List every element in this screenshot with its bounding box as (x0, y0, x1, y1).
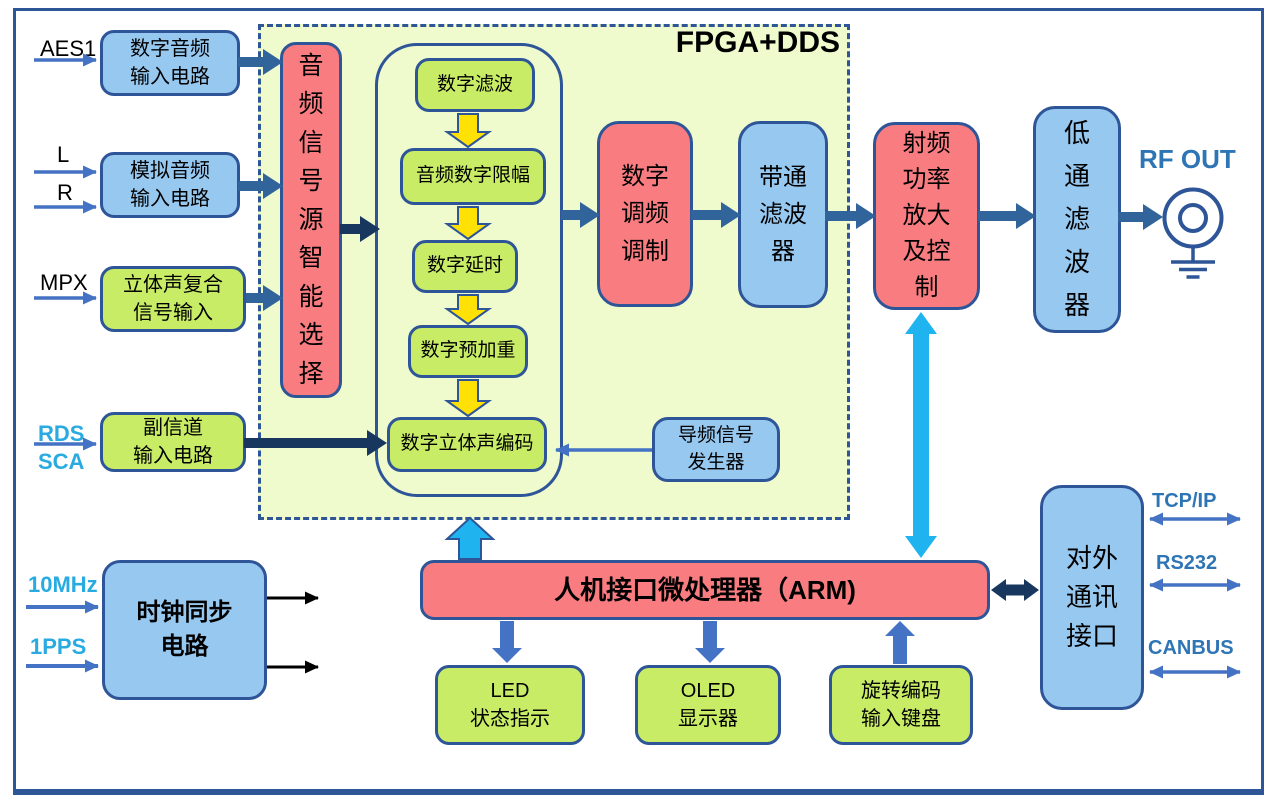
block-arm-processor: 人机接口微处理器（ARM) (420, 560, 990, 620)
block-pre-emphasis: 数字预加重 (408, 325, 528, 378)
label-rs232: RS232 (1156, 552, 1218, 574)
label-r: R (57, 180, 73, 205)
label-sca: SCA (38, 449, 85, 474)
block-bandpass-filter: 带通 滤波 器 (738, 121, 828, 308)
label-10mhz: 10MHz (28, 572, 98, 597)
block-digital-audio-input: 数字音频 输入电路 (100, 30, 240, 96)
label-aes1: AES1 (40, 36, 97, 61)
block-led-status: LED 状态指示 (435, 665, 585, 745)
label-mpx: MPX (40, 270, 88, 295)
outer-frame (13, 8, 1264, 795)
block-digital-filter: 数字滤波 (415, 58, 535, 112)
fpga-dds-title: FPGA+DDS (675, 26, 840, 59)
block-clock-sync: 时钟同步 电路 (102, 560, 267, 700)
block-oled-display: OLED 显示器 (635, 665, 781, 745)
block-rotary-encoder: 旋转编码 输入键盘 (829, 665, 973, 745)
block-lowpass-filter: 低 通 滤 波 器 (1033, 106, 1121, 333)
block-mpx-input: 立体声复合 信号输入 (100, 266, 246, 332)
block-rf-amplifier: 射频 功率 放大 及控 制 (873, 122, 980, 310)
block-comm-interface: 对外 通讯 接口 (1040, 485, 1144, 710)
label-l: L (57, 142, 70, 167)
block-source-selector: 音 频 信 号 源 智 能 选 择 (280, 42, 342, 398)
block-pilot-generator: 导频信号 发生器 (652, 417, 780, 482)
label-rf-out: RF OUT (1139, 144, 1236, 174)
block-subchannel-input: 副信道 输入电路 (100, 412, 246, 472)
label-canbus: CANBUS (1148, 637, 1234, 659)
label-tcpip: TCP/IP (1152, 490, 1217, 512)
block-fm-modulator: 数字 调频 调制 (597, 121, 693, 307)
audio-chain-container (375, 43, 563, 497)
block-digital-delay: 数字延时 (412, 240, 518, 293)
label-rds: RDS (38, 421, 85, 446)
block-stereo-encoder: 数字立体声编码 (387, 417, 547, 472)
block-analog-audio-input: 模拟音频 输入电路 (100, 152, 240, 218)
block-audio-limiter: 音频数字限幅 (400, 148, 546, 205)
label-1pps: 1PPS (30, 634, 87, 659)
